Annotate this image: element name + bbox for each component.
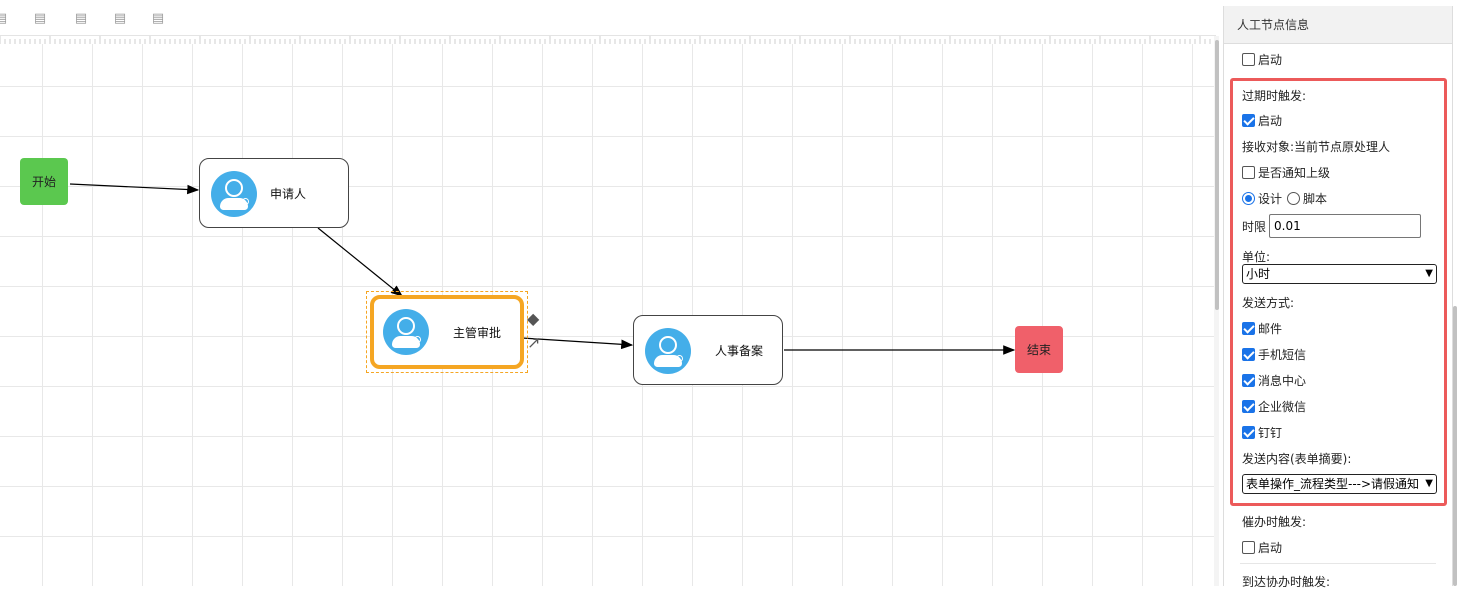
flow-edges (69, 183, 1016, 355)
task-node-label: 主管审批 (453, 325, 502, 340)
urge-enable-checkbox[interactable] (1242, 541, 1255, 554)
top-enable-checkbox[interactable] (1242, 53, 1255, 66)
content-select-value: 表单操作_流程类型--->请假通知 (1246, 477, 1420, 491)
mode-script-label: 脚本 (1303, 192, 1328, 206)
expire-enable-label: 启动 (1258, 114, 1283, 128)
flow-canvas[interactable]: ▤ ▤ ▤ ▤ ▤ 开始 申请人 主管审批 ◆ ↗ 人事备案 结束 (0, 0, 1216, 586)
method-row-wecom[interactable]: 企业微信 (1242, 398, 1306, 415)
align-bottom-icon[interactable]: ▤ (151, 11, 165, 26)
method-row-email[interactable]: 邮件 (1242, 320, 1282, 337)
toolbar: ▤ ▤ ▤ ▤ ▤ (0, 0, 1216, 36)
user-icon (211, 171, 257, 217)
start-node-label: 开始 (31, 175, 56, 189)
start-node[interactable]: 开始 (20, 158, 68, 205)
top-enable-label: 启动 (1258, 53, 1283, 67)
method-row-message-center[interactable]: 消息中心 (1242, 372, 1306, 389)
canvas-scrollbar-track[interactable] (1214, 36, 1219, 586)
method-message-center-checkbox[interactable] (1242, 374, 1255, 387)
urge-enable-row[interactable]: 启动 (1242, 539, 1282, 556)
time-limit-input[interactable]: 0.01 (1269, 214, 1422, 238)
urge-section-title: 催办时触发: (1242, 515, 1307, 529)
expire-enable-checkbox[interactable] (1242, 114, 1255, 127)
chevron-down-icon: ▼ (1425, 478, 1433, 489)
align-middle-icon[interactable]: ▤ (113, 11, 127, 26)
method-dingtalk-checkbox[interactable] (1242, 426, 1255, 439)
user-icon (645, 328, 691, 374)
canvas-scrollbar-thumb[interactable] (1215, 40, 1219, 310)
unit-select[interactable]: 小时 ▼ (1242, 264, 1437, 284)
end-node-label: 结束 (1026, 343, 1051, 357)
edge-manager-hr (521, 337, 634, 350)
time-limit-row: 时限 0.01 (1242, 214, 1422, 238)
task-node-hr-record[interactable]: 人事备案 (633, 315, 783, 385)
method-dingtalk-label: 钉钉 (1258, 426, 1283, 440)
align-center-icon[interactable]: ▤ (33, 11, 47, 26)
notify-superior-checkbox[interactable] (1242, 166, 1255, 179)
edge-apply-manager (317, 227, 403, 297)
panel-title: 人工节点信息 (1224, 6, 1452, 44)
method-sms-label: 手机短信 (1258, 348, 1307, 362)
unit-label: 单位: (1242, 250, 1271, 264)
section-divider (1240, 563, 1436, 564)
chevron-down-icon: ▼ (1425, 268, 1433, 279)
task-node-label: 申请人 (270, 186, 307, 201)
end-node[interactable]: 结束 (1015, 326, 1063, 373)
align-top-icon[interactable]: ▤ (74, 11, 88, 26)
unit-select-value: 小时 (1246, 267, 1271, 281)
highlight-box (1230, 78, 1447, 506)
notify-superior-label: 是否通知上级 (1258, 166, 1331, 180)
user-icon (383, 309, 429, 355)
expire-section-title: 过期时触发: (1242, 89, 1307, 103)
expire-enable-row[interactable]: 启动 (1242, 112, 1282, 129)
panel-scrollbar-thumb[interactable] (1453, 306, 1457, 586)
receiver-text: 接收对象:当前节点原处理人 (1242, 140, 1391, 154)
top-enable-checkbox-row[interactable]: 启动 (1242, 51, 1282, 68)
assist-section-title: 到达协办时触发: (1242, 575, 1331, 589)
grid-background (0, 44, 1216, 586)
mode-design-label: 设计 (1258, 192, 1283, 206)
send-method-label: 发送方式: (1242, 296, 1295, 310)
align-left-icon[interactable]: ▤ (0, 11, 8, 26)
edge-start-apply (69, 183, 200, 195)
content-select[interactable]: 表单操作_流程类型--->请假通知 ▼ (1242, 474, 1437, 494)
arrow-link-icon[interactable]: ↗ (527, 333, 541, 352)
notify-superior-row[interactable]: 是否通知上级 (1242, 164, 1330, 181)
time-limit-label: 时限 (1242, 219, 1267, 234)
selection-box (366, 291, 528, 373)
mode-radio-row: 设计 脚本 (1242, 190, 1327, 207)
content-label: 发送内容(表单摘要): (1242, 452, 1352, 466)
method-wecom-checkbox[interactable] (1242, 400, 1255, 413)
method-sms-checkbox[interactable] (1242, 348, 1255, 361)
mode-design-radio[interactable] (1242, 192, 1255, 205)
task-node-label: 人事备案 (715, 343, 764, 358)
method-row-sms[interactable]: 手机短信 (1242, 346, 1306, 363)
method-row-dingtalk[interactable]: 钉钉 (1242, 424, 1282, 441)
eraser-icon[interactable]: ◆ (527, 309, 540, 328)
method-message-center-label: 消息中心 (1258, 374, 1307, 388)
method-wecom-label: 企业微信 (1258, 400, 1307, 414)
mode-script-radio[interactable] (1287, 192, 1301, 205)
task-node-manager-approval[interactable]: 主管审批 (370, 295, 524, 369)
method-email-checkbox[interactable] (1242, 322, 1255, 335)
task-node-applicant[interactable]: 申请人 (199, 158, 349, 228)
method-email-label: 邮件 (1258, 322, 1283, 336)
urge-enable-label: 启动 (1258, 541, 1283, 555)
